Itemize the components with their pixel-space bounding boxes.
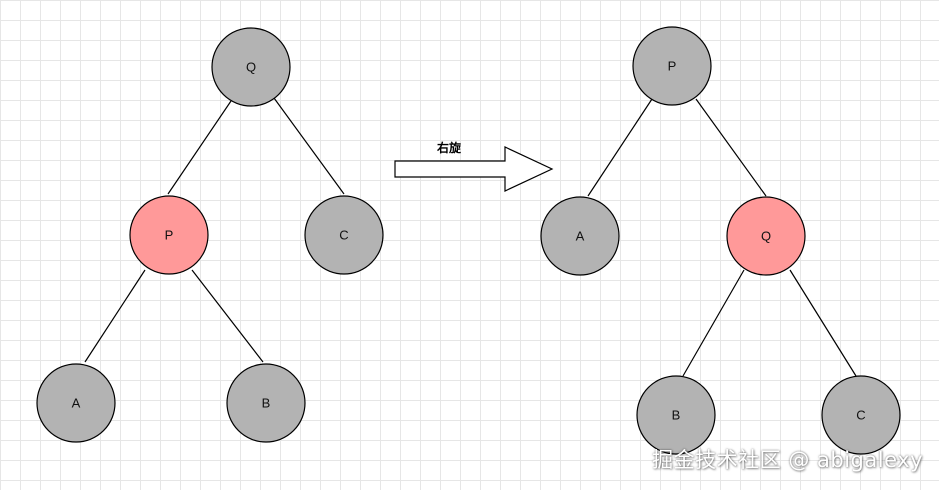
edge-p-b <box>191 269 264 363</box>
edge-q-p <box>167 100 232 195</box>
node-right-c[interactable]: C <box>821 375 901 455</box>
node-label: A <box>576 229 585 244</box>
left-tree-edges <box>84 97 345 363</box>
node-label: P <box>668 59 677 74</box>
node-left-root[interactable]: Q <box>211 27 291 107</box>
rotation-label: 右旋 <box>436 140 462 155</box>
left-tree: Q P C A B <box>36 27 384 443</box>
node-left-c[interactable]: C <box>304 195 384 275</box>
node-left-a[interactable]: A <box>36 363 116 443</box>
right-tree: P A Q B C <box>540 26 901 455</box>
edge-p-a <box>587 98 653 197</box>
edge-p-q <box>695 98 767 197</box>
node-right-b[interactable]: B <box>636 375 716 455</box>
node-left-b[interactable]: B <box>226 363 306 443</box>
right-tree-edges <box>587 98 857 377</box>
node-right-root[interactable]: P <box>632 26 712 106</box>
edge-q-c <box>789 269 857 377</box>
edge-q-c <box>273 97 345 195</box>
watermark: 掘金技术社区 @ abigalexy <box>652 448 923 472</box>
arrow-right-icon <box>394 146 554 192</box>
node-label: P <box>165 228 174 243</box>
node-label: Q <box>761 229 771 244</box>
node-label: C <box>339 228 348 243</box>
rotation-arrow: 右旋 <box>394 140 554 192</box>
node-left-p[interactable]: P <box>129 195 209 275</box>
node-label: B <box>262 396 271 411</box>
edge-q-b <box>682 269 745 377</box>
node-label: B <box>672 408 681 423</box>
edge-p-a <box>84 269 146 363</box>
node-label: A <box>72 396 81 411</box>
node-label: Q <box>246 60 256 75</box>
node-right-a[interactable]: A <box>540 196 620 276</box>
node-right-q[interactable]: Q <box>726 196 806 276</box>
node-label: C <box>856 408 865 423</box>
